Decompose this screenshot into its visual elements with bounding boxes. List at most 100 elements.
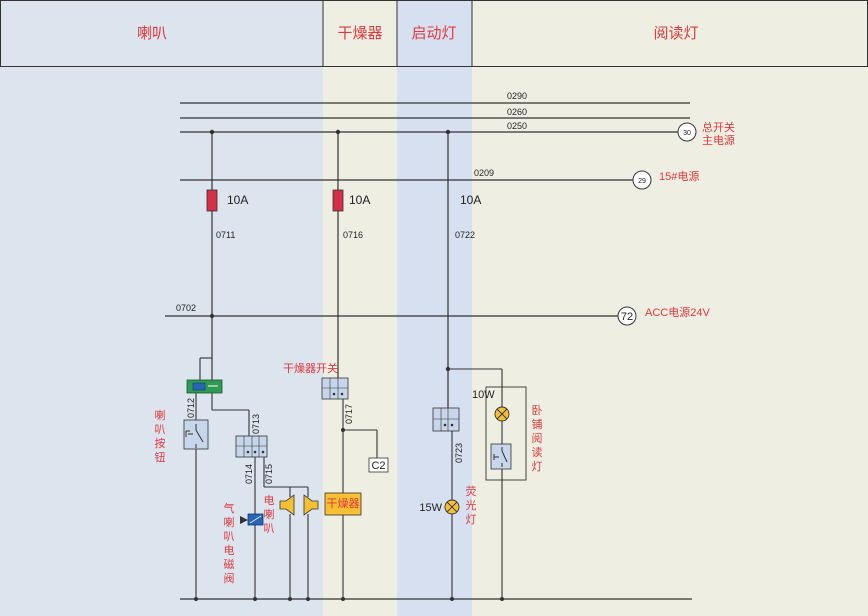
- junction-dot: [445, 129, 451, 135]
- terminal-72-label: ACC电源24V: [645, 305, 710, 319]
- svg-text:电: 电: [264, 494, 275, 507]
- header-horn: 喇叭: [137, 25, 167, 42]
- terminal-30-number: 30: [683, 130, 691, 137]
- switch-pin: [450, 423, 454, 427]
- bus-label-0250: 0250: [507, 121, 527, 131]
- dryer-switch-label: 干燥器开关: [283, 361, 338, 375]
- electric-horn-label: 电 喇 叭: [264, 494, 275, 535]
- svg-text:灯: 灯: [466, 513, 477, 526]
- svg-text:叭: 叭: [264, 522, 275, 535]
- wire-label-0716: 0716: [343, 230, 363, 240]
- svg-text:读: 读: [532, 445, 543, 459]
- svg-text:阅: 阅: [532, 432, 543, 445]
- electric-horn-right: [303, 494, 319, 516]
- fuse-dryer: [332, 189, 344, 212]
- svg-text:电: 电: [224, 544, 235, 557]
- wire-label-0715: 0715: [264, 464, 274, 484]
- terminal-29-number: 29: [638, 178, 646, 185]
- wire-label-0713: 0713: [251, 414, 261, 434]
- fuse-horn-rating: 10A: [227, 193, 248, 207]
- svg-text:喇: 喇: [155, 408, 166, 422]
- switch-pin: [332, 392, 336, 396]
- svg-text:磁: 磁: [224, 558, 235, 571]
- air-horn-valve-label: 气 喇 叭 电 磁 阀: [224, 501, 235, 585]
- junction-dot: [209, 129, 215, 135]
- bus-label-0209: 0209: [474, 168, 494, 178]
- ground-dot: [500, 597, 504, 601]
- berth-lamp-switch-contact: [493, 447, 508, 467]
- wire-label-0714: 0714: [244, 464, 254, 484]
- band-start-light: [397, 0, 472, 616]
- svg-text:气: 气: [224, 501, 235, 515]
- horn-button-label: 喇 叭 按 钮: [155, 408, 166, 464]
- switch-pin: [443, 423, 447, 427]
- svg-text:灯: 灯: [532, 460, 543, 473]
- ground-dot: [288, 597, 292, 601]
- berth-lamp-switch: [490, 443, 512, 470]
- air-horn-valve-mark: [249, 515, 262, 524]
- terminal-72-number: 72: [621, 311, 633, 323]
- header-dryer: 干燥器: [337, 25, 382, 42]
- svg-text:光: 光: [466, 498, 477, 512]
- dryer-box: [324, 492, 362, 516]
- relay-pin: [246, 450, 250, 454]
- svg-text:卧: 卧: [532, 404, 543, 417]
- svg-text:叭: 叭: [224, 530, 235, 543]
- wire-label-0722: 0722: [455, 230, 475, 240]
- horn-button-contact: [185, 424, 204, 448]
- fuse-dryer-rating: 10A: [349, 193, 370, 207]
- terminal-72: [617, 306, 637, 326]
- svg-text:铺: 铺: [532, 418, 543, 431]
- bus-label-0260: 0260: [507, 107, 527, 117]
- switch-pin: [340, 392, 344, 396]
- bus-label-0290: 0290: [507, 91, 527, 101]
- terminal-29-label: 15#电源: [659, 169, 699, 183]
- band-dryer: [323, 0, 397, 616]
- junction-dot: [209, 313, 215, 319]
- terminal-30-label-2: 主电源: [702, 133, 735, 147]
- ground-dot: [450, 597, 454, 601]
- wire-label-0711: 0711: [216, 230, 235, 240]
- fluorescent-lamp-label: 荧 光 灯: [466, 484, 477, 526]
- terminal-29: [632, 170, 652, 190]
- terminal-30-label-1: 总开关: [702, 120, 735, 134]
- start-light-switch: [432, 407, 460, 432]
- svg-text:叭: 叭: [155, 423, 166, 436]
- air-horn-valve-arrow: [240, 516, 248, 524]
- wire-label-0723: 0723: [454, 443, 464, 463]
- band-horn: [0, 0, 323, 616]
- ground-dot: [341, 597, 345, 601]
- berth-reading-lamp-label: 卧 铺 阅 读 灯: [532, 404, 543, 473]
- berth-lamp-frame: [485, 386, 527, 481]
- ground-dot: [253, 597, 257, 601]
- relay-pin: [253, 450, 257, 454]
- fluorescent-lamp-cross: [446, 501, 458, 513]
- dryer-box-label: 干燥器: [327, 497, 360, 510]
- wire-label-0717: 0717: [344, 404, 354, 424]
- electric-horn-left: [279, 494, 295, 516]
- c2-connector: [368, 457, 389, 473]
- svg-text:荧: 荧: [466, 484, 477, 498]
- header-reading-light: 阅读灯: [653, 25, 698, 42]
- header-start-light: 启动灯: [411, 25, 456, 42]
- junction-dot: [335, 129, 341, 135]
- junction-dot: [341, 428, 345, 432]
- dryer-switch: [321, 377, 349, 400]
- horn-relay-block: [235, 435, 268, 458]
- berth-watt: 10W: [472, 389, 495, 401]
- wire-label-0712: 0712: [186, 398, 196, 418]
- svg-text:按: 按: [155, 436, 166, 450]
- relay-pin: [261, 450, 265, 454]
- bus-label-0702: 0702: [176, 303, 196, 313]
- fuse-start-rating: 10A: [460, 193, 481, 207]
- svg-text:钮: 钮: [155, 450, 166, 464]
- horn-relay-coil: [192, 382, 206, 391]
- fuse-horn: [206, 189, 218, 212]
- ground-dot: [194, 597, 198, 601]
- berth-reading-lamp-cross: [496, 408, 508, 420]
- terminal-30: [677, 122, 697, 142]
- c2-label: C2: [371, 460, 385, 472]
- ground-dot: [306, 597, 310, 601]
